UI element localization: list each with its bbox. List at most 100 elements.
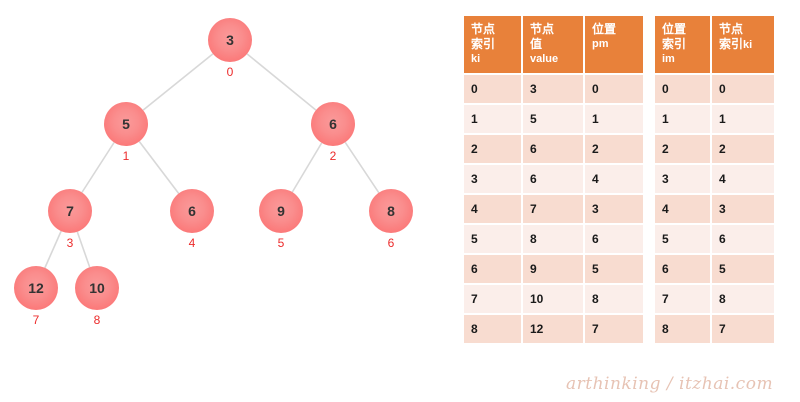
tree-node[interactable]: 9 xyxy=(259,189,303,233)
table-cell: 1 xyxy=(464,105,521,133)
table-header-row: 节点 索引 ki 节点 值 value 位置 pm xyxy=(464,16,643,73)
tree-node[interactable]: 7 xyxy=(48,189,92,233)
table-cell: 7 xyxy=(585,315,643,343)
tree-node[interactable]: 3 xyxy=(208,18,252,62)
tree-edge xyxy=(344,141,380,194)
tree-node[interactable]: 10 xyxy=(75,266,119,310)
node-index-table-head: 节点 索引 ki 节点 值 value 位置 pm xyxy=(464,16,643,73)
header-hz-1: 位置 xyxy=(592,22,617,36)
header-hz-1: 节点 xyxy=(530,22,555,36)
tree-node-index-label: 1 xyxy=(122,149,130,163)
table-cell: 1 xyxy=(655,105,710,133)
table-cell: 3 xyxy=(712,195,774,223)
table-cell: 0 xyxy=(712,75,774,103)
header-hz-1: 节点 xyxy=(719,22,744,36)
tree-node-index-label: 4 xyxy=(188,236,196,250)
header-en: im xyxy=(662,53,675,65)
header-position-index: 位置 索引 im xyxy=(655,16,710,73)
table-cell: 7 xyxy=(523,195,583,223)
table-cell: 8 xyxy=(712,285,774,313)
tree-node[interactable]: 8 xyxy=(369,189,413,233)
header-node-index: 节点 索引 ki xyxy=(464,16,521,73)
table-cell: 3 xyxy=(585,195,643,223)
table-cell: 4 xyxy=(585,165,643,193)
tree-edge xyxy=(142,53,214,111)
table-cell: 3 xyxy=(464,165,521,193)
tree-node-index-label: 0 xyxy=(226,65,234,79)
table-cell: 0 xyxy=(585,75,643,103)
header-hz-2: 值 xyxy=(530,37,543,51)
table-cell: 8 xyxy=(464,315,521,343)
header-hz-2: 索引 xyxy=(662,37,687,51)
tree-node[interactable]: 12 xyxy=(14,266,58,310)
tree-node[interactable]: 6 xyxy=(311,102,355,146)
tree-edge xyxy=(246,53,317,111)
table-cell: 7 xyxy=(655,285,710,313)
header-position-pm: 位置 pm xyxy=(585,16,643,73)
table-cell: 6 xyxy=(585,225,643,253)
table-cell: 2 xyxy=(712,135,774,163)
tree-node-index-label: 8 xyxy=(93,313,101,327)
table-cell: 4 xyxy=(655,195,710,223)
table-cell: 12 xyxy=(523,315,583,343)
table-cell: 0 xyxy=(655,75,710,103)
tree-node-index-label: 3 xyxy=(66,236,74,250)
header-hz-2: 索引 xyxy=(471,37,496,51)
table-cell: 5 xyxy=(712,255,774,283)
table-cell: 2 xyxy=(655,135,710,163)
tree-edge xyxy=(291,142,323,193)
table-cell: 2 xyxy=(585,135,643,163)
table-cell: 5 xyxy=(464,225,521,253)
tree-node-index-label: 7 xyxy=(32,313,40,327)
header-hz-1: 节点 xyxy=(471,22,496,36)
tree-edges xyxy=(44,53,380,269)
tree-edge xyxy=(138,141,180,194)
table-cell: 9 xyxy=(523,255,583,283)
tree-edge xyxy=(81,142,115,193)
table-cell: 6 xyxy=(523,135,583,163)
tree-node-index-label: 2 xyxy=(329,149,337,163)
header-node-index-ki: 节点 索引ki xyxy=(712,16,774,73)
position-index-table-head: 位置 索引 im 节点 索引ki xyxy=(655,16,774,73)
table-cell: 5 xyxy=(655,225,710,253)
tree-node[interactable]: 6 xyxy=(170,189,214,233)
table-cell: 6 xyxy=(464,255,521,283)
header-hz-2-text: 索引 xyxy=(719,37,744,51)
table-cell: 6 xyxy=(712,225,774,253)
header-hz-2: 索引ki xyxy=(719,37,767,53)
header-en: pm xyxy=(592,38,609,50)
table-cell: 5 xyxy=(585,255,643,283)
tree-edge xyxy=(44,230,62,269)
tree-node[interactable]: 5 xyxy=(104,102,148,146)
table-header-row: 位置 索引 im 节点 索引ki xyxy=(655,16,774,73)
table-cell: 4 xyxy=(464,195,521,223)
header-en: ki xyxy=(471,53,481,65)
table-cell: 0 xyxy=(464,75,521,103)
table-cell: 8 xyxy=(585,285,643,313)
table-cell: 2 xyxy=(464,135,521,163)
table-cell: 10 xyxy=(523,285,583,313)
table-cell: 7 xyxy=(712,315,774,343)
header-hz-1: 位置 xyxy=(662,22,687,36)
header-node-value: 节点 值 value xyxy=(523,16,583,73)
table-cell: 6 xyxy=(523,165,583,193)
table-cell: 1 xyxy=(712,105,774,133)
